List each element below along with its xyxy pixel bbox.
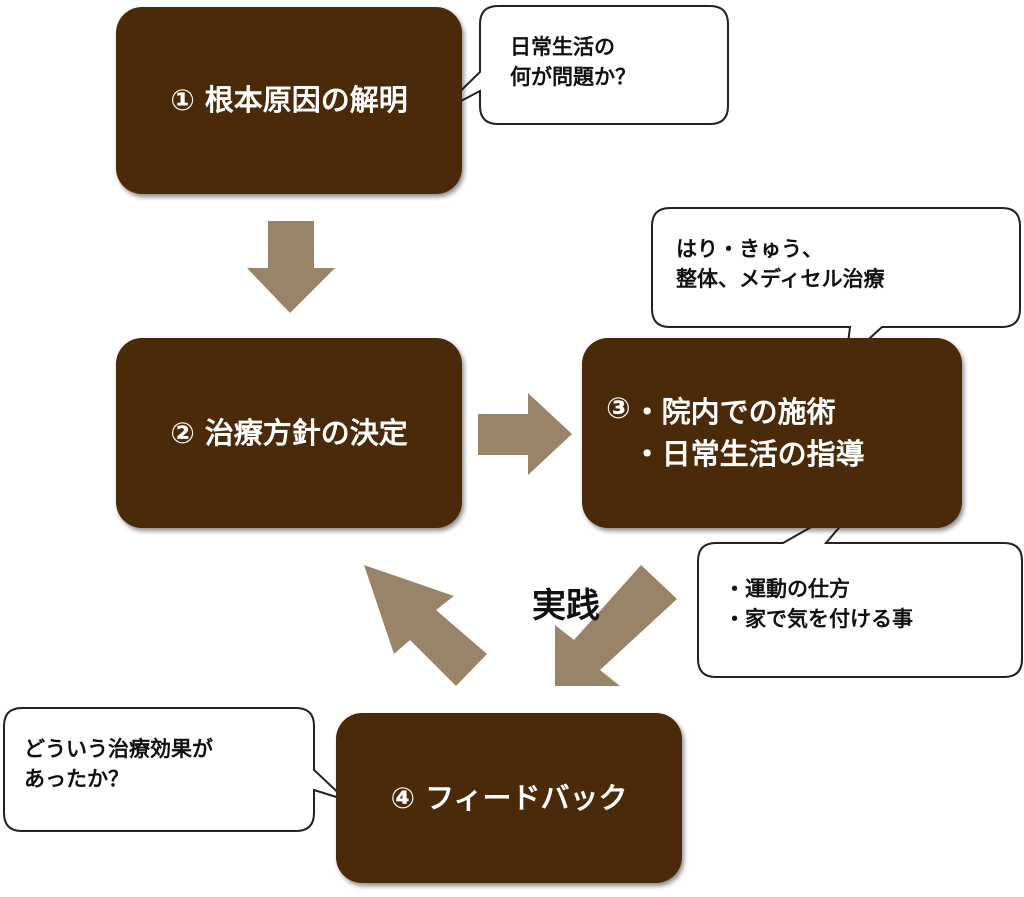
callout-text-4: どういう治療効果が あったか？ [24,734,213,795]
step-number: ① [170,83,195,118]
step-number: ② [170,415,195,450]
callout-line: どういう治療効果が [24,737,213,761]
step-2-box: ② 治療方針の決定 [116,338,462,528]
step-line: ・日常生活の指導 [632,437,865,471]
callout-line: 整体、メディセル治療 [676,267,885,292]
callout-bubble-1 [437,5,729,125]
callout-line: ・家で気を付ける事 [724,607,913,632]
arrow-up-left-icon [364,565,487,686]
step-number: ③ [606,391,631,425]
callout-line: 日常生活の [510,35,615,59]
callout-bubble-3 [697,495,1023,678]
step-label: 根本原因の解明 [204,83,408,118]
callout-text-1: 日常生活の 何が問題か？ [510,32,636,93]
arrow-right-icon [478,393,572,475]
callout-line: 何が問題か？ [510,65,636,90]
callout-text-3: ・運動の仕方 ・家で気を付ける事 [724,574,913,635]
callout-bubble-4 [3,707,347,832]
arrow-down-left-icon [555,565,677,686]
callout-line: ・運動の仕方 [724,577,850,601]
practice-label: 実践 [532,586,600,626]
step-1-box: ① 根本原因の解明 [116,7,462,194]
step-4-box: ④ フィードバック [336,713,682,883]
arrow-down-icon [247,221,335,313]
step-number: ④ [390,780,416,815]
callout-text-2: はり・きゅう、 整体、メディセル治療 [676,234,885,295]
step-label: フィードバック [425,780,628,815]
step-line: ・院内での施術 [632,394,836,429]
callout-line: はり・きゅう、 [676,237,823,261]
step-3-box: ③ ・院内での施術 ・日常生活の指導 [582,338,962,528]
callout-line: あったか？ [24,767,129,792]
step-label: 治療方針の決定 [204,415,408,450]
